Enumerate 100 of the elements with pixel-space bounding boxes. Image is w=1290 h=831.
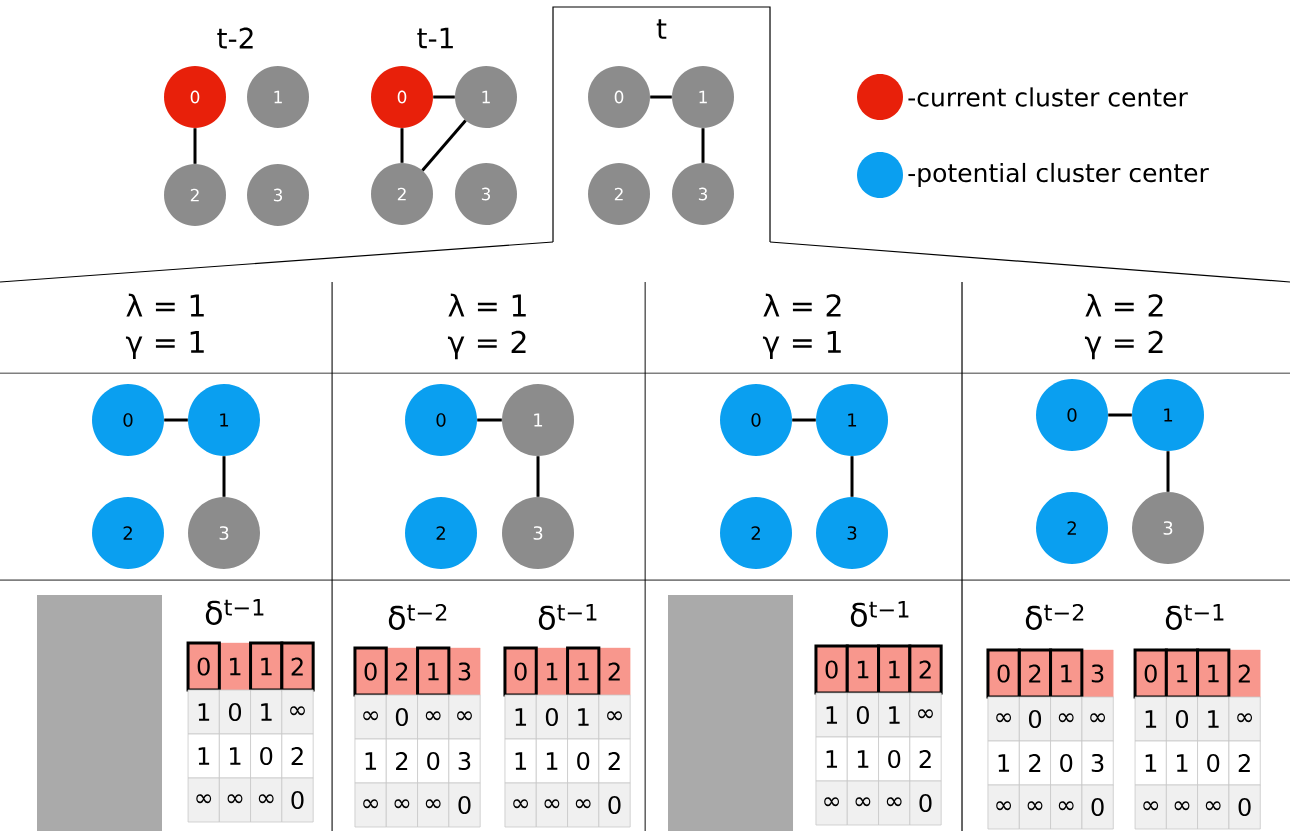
graph-node: 3 bbox=[502, 497, 574, 569]
matrix-cell: 2 bbox=[385, 738, 418, 784]
matrix-cell: 0 bbox=[250, 733, 283, 779]
matrix-cell: 1 bbox=[1049, 648, 1084, 699]
parameter-label: γ = 1 bbox=[762, 330, 841, 360]
matrix-cell: ∞ bbox=[417, 694, 450, 740]
graph-node: 2 bbox=[92, 497, 164, 569]
matrix-cell: 1 bbox=[535, 738, 568, 784]
matrix-title: δ$^{t−1}$ bbox=[1165, 604, 1224, 630]
matrix-cell: 2 bbox=[280, 641, 315, 692]
matrix-cell: ∞ bbox=[354, 782, 387, 828]
edge-line bbox=[536, 456, 540, 497]
matrix-cell: 0 bbox=[814, 644, 849, 695]
matrix-cell: 1 bbox=[1134, 696, 1167, 742]
matrix-cell: ∞ bbox=[354, 694, 387, 740]
matrix-cell: 1 bbox=[1165, 740, 1199, 786]
matrix-cell: 2 bbox=[598, 647, 631, 696]
matrix-cell: 0 bbox=[503, 646, 538, 697]
matrix-cell: 1 bbox=[504, 694, 537, 740]
graph-title: t-1 bbox=[417, 27, 453, 49]
edge-line bbox=[650, 95, 672, 99]
matrix-title: δ$^{t−1}$ bbox=[850, 601, 909, 627]
graph-node: 2 bbox=[164, 164, 226, 226]
graph-node: 2 bbox=[588, 163, 650, 225]
matrix-cell: 2 bbox=[1228, 740, 1261, 786]
matrix-cell: 1 bbox=[354, 738, 387, 784]
parameter-label: λ = 2 bbox=[1085, 293, 1163, 317]
matrix-cell: 1 bbox=[1134, 740, 1167, 786]
edge-line bbox=[701, 128, 705, 163]
graph-node: 1 bbox=[816, 384, 888, 456]
matrix-title: δ$^{t−1}$ bbox=[205, 599, 264, 625]
matrix-cell: 2 bbox=[908, 644, 943, 695]
matrix-cell: 0 bbox=[448, 782, 481, 828]
graph-node: 1 bbox=[502, 384, 574, 456]
matrix-cell: ∞ bbox=[567, 782, 600, 828]
matrix-cell: 3 bbox=[1081, 649, 1114, 698]
matrix-cell: 0 bbox=[878, 736, 911, 782]
matrix-cell: ∞ bbox=[1134, 784, 1167, 830]
graph-node: 3 bbox=[455, 163, 517, 225]
matrix-cell: 0 bbox=[218, 689, 252, 735]
edge-line bbox=[193, 128, 197, 164]
matrix-cell: 1 bbox=[878, 692, 911, 738]
edge-line bbox=[222, 456, 226, 497]
matrix-cell: 0 bbox=[417, 738, 450, 784]
matrix-cell: ∞ bbox=[846, 780, 879, 826]
matrix-cell: 0 bbox=[186, 641, 221, 692]
matrix-cell: ∞ bbox=[250, 777, 283, 823]
matrix-cell: 0 bbox=[1133, 648, 1168, 699]
graph-node: 3 bbox=[1132, 492, 1204, 564]
matrix-cell: 2 bbox=[1228, 649, 1261, 698]
parameter-label: λ = 2 bbox=[763, 293, 841, 317]
matrix-cell: 0 bbox=[281, 777, 314, 823]
matrix-cell: 1 bbox=[877, 644, 912, 695]
matrix-cell: 2 bbox=[1018, 740, 1052, 786]
matrix-cell: 0 bbox=[535, 694, 568, 740]
graph-node: 2 bbox=[1036, 492, 1108, 564]
matrix-cell: ∞ bbox=[218, 777, 252, 823]
matrix-cell: ∞ bbox=[448, 694, 481, 740]
matrix-cell: ∞ bbox=[1197, 784, 1230, 830]
matrix-cell: ∞ bbox=[909, 692, 942, 738]
matrix-title: δ$^{t−2}$ bbox=[388, 603, 447, 631]
matrix-cell: 1 bbox=[815, 692, 848, 738]
graph-node: 2 bbox=[371, 163, 433, 225]
matrix-cell: 1 bbox=[416, 646, 451, 697]
parameter-label: γ = 2 bbox=[447, 330, 526, 360]
matrix-cell: 1 bbox=[218, 733, 252, 779]
matrix-cell: ∞ bbox=[878, 780, 911, 826]
matrix-cell: 1 bbox=[187, 689, 220, 735]
graph-node: 1 bbox=[455, 66, 517, 128]
matrix-cell: 0 bbox=[1165, 696, 1199, 742]
matrix-cell: ∞ bbox=[815, 780, 848, 826]
matrix-cell: ∞ bbox=[535, 782, 568, 828]
matrix-cell: 2 bbox=[1017, 648, 1053, 699]
parameter-label: λ = 1 bbox=[448, 293, 526, 317]
matrix-cell: 0 bbox=[1050, 740, 1083, 786]
matrix-cell: 0 bbox=[1197, 740, 1230, 786]
graph-node: 0 bbox=[371, 66, 433, 128]
graph-node: 1 bbox=[188, 384, 260, 456]
matrix-cell: 1 bbox=[845, 644, 881, 695]
graph-title: t-2 bbox=[217, 27, 253, 49]
graph-node: 1 bbox=[1132, 379, 1204, 451]
matrix-cell: 1 bbox=[187, 733, 220, 779]
matrix-cell: 1 bbox=[846, 736, 879, 782]
matrix-cell: ∞ bbox=[987, 696, 1020, 742]
matrix-cell: ∞ bbox=[385, 782, 418, 828]
graph-node: 0 bbox=[92, 384, 164, 456]
matrix-title: δ$^{t−1}$ bbox=[538, 604, 597, 630]
matrix-cell: 0 bbox=[986, 648, 1021, 699]
graph-node: 3 bbox=[188, 497, 260, 569]
graph-node: 0 bbox=[588, 66, 650, 128]
matrix-cell: 0 bbox=[1081, 784, 1114, 830]
matrix-cell: 1 bbox=[1196, 648, 1231, 699]
matrix-cell: ∞ bbox=[598, 694, 631, 740]
matrix-cell: 2 bbox=[909, 736, 942, 782]
matrix-cell: ∞ bbox=[1018, 784, 1052, 830]
graph-node: 0 bbox=[1036, 379, 1108, 451]
matrix-cell: 0 bbox=[385, 694, 418, 740]
matrix-cell: 1 bbox=[1164, 648, 1200, 699]
parameter-label: γ = 2 bbox=[1084, 330, 1163, 360]
matrix-cell: 1 bbox=[249, 641, 284, 692]
